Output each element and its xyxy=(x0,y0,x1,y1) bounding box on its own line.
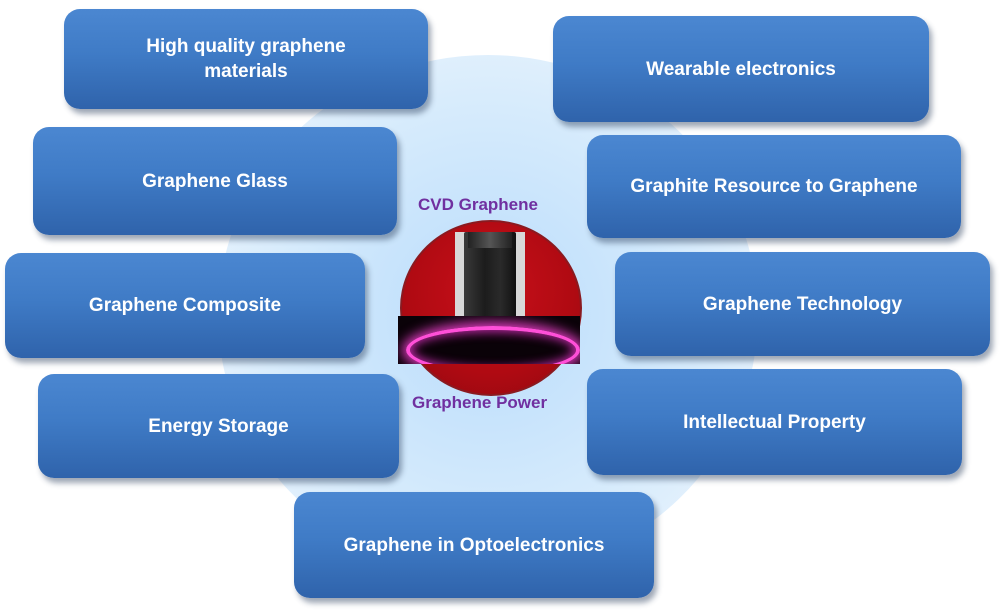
box-graphite-resource-label: Graphite Resource to Graphene xyxy=(630,176,918,197)
box-high-quality-materials: High quality graphene materials xyxy=(64,9,428,109)
box-wearable-electronics-label: Wearable electronics xyxy=(646,58,836,80)
box-graphene-technology-label: Graphene Technology xyxy=(702,293,903,315)
box-graphite-resource: Graphite Resource to Graphene xyxy=(587,135,961,238)
box-intellectual-property-label: Intellectual Property xyxy=(683,411,866,433)
box-high-quality-line1: High quality graphene xyxy=(146,36,346,57)
box-optoelectronics-label: Graphene in Optoelectronics xyxy=(343,534,605,556)
hub-top-label: CVD Graphene xyxy=(418,195,538,214)
box-wearable-electronics: Wearable electronics xyxy=(553,16,929,122)
box-graphene-technology: Graphene Technology xyxy=(615,252,990,356)
box-high-quality-line2: materials xyxy=(204,61,288,82)
hub-bottom-label: Graphene Power xyxy=(412,393,548,412)
box-graphene-composite-label: Graphene Composite xyxy=(88,295,282,316)
box-energy-storage-label: Energy Storage xyxy=(148,415,289,437)
box-intellectual-property: Intellectual Property xyxy=(587,369,962,475)
vial-cap xyxy=(468,232,512,248)
plasma-ring-image xyxy=(398,316,580,364)
box-energy-storage: Energy Storage xyxy=(38,374,399,478)
box-graphene-glass-label: Graphene Glass xyxy=(142,170,288,192)
box-graphene-glass: Graphene Glass xyxy=(33,127,397,235)
box-optoelectronics: Graphene in Optoelectronics xyxy=(294,492,654,598)
box-graphene-composite: Graphene Composite xyxy=(5,253,365,358)
plasma-ring xyxy=(406,326,580,364)
